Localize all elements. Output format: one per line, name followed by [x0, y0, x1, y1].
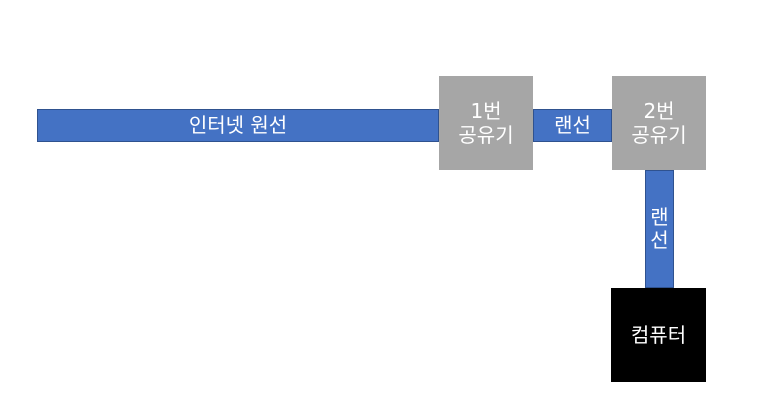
router-1-label: 공유기 — [458, 123, 514, 147]
lan-link-2-char-1: 랜 — [650, 205, 669, 229]
lan-link-1: 랜선 — [533, 109, 612, 142]
internet-line: 인터넷 원선 — [37, 109, 439, 142]
router-2-label: 공유기 — [631, 123, 687, 147]
lan-link-1-label: 랜선 — [554, 113, 591, 137]
computer-label: 컴퓨터 — [630, 323, 687, 347]
lan-link-2: 랜 선 — [645, 170, 674, 288]
computer: 컴퓨터 — [611, 288, 706, 382]
lan-link-2-char-2: 선 — [650, 228, 669, 252]
router-2-number: 2번 — [643, 99, 675, 123]
router-1: 1번 공유기 — [439, 76, 533, 170]
router-1-number: 1번 — [470, 99, 502, 123]
internet-line-label: 인터넷 원선 — [188, 113, 288, 137]
router-2: 2번 공유기 — [612, 76, 706, 170]
